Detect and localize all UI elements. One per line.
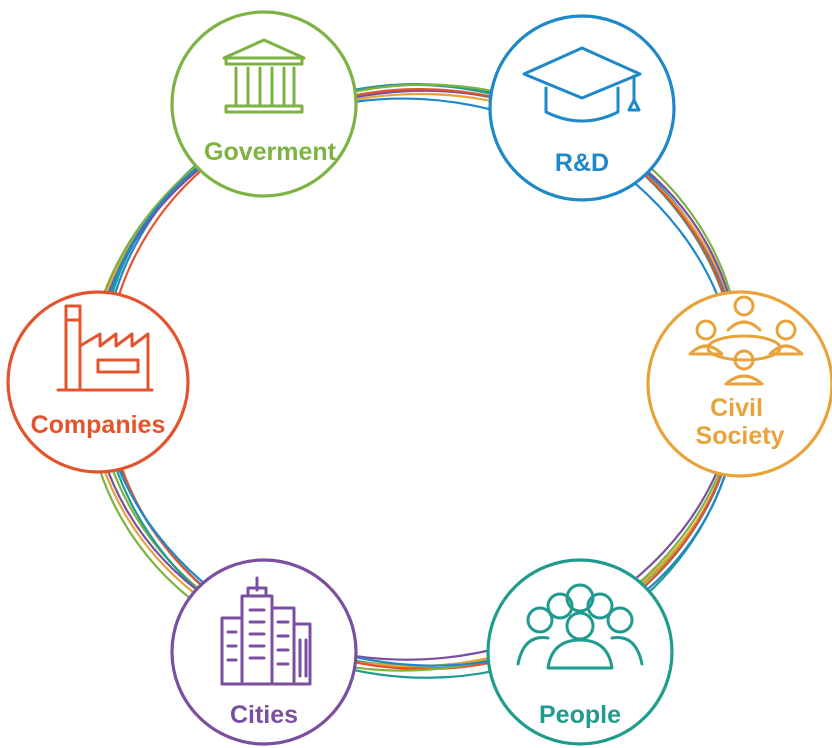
- node-rd: R&D: [488, 14, 676, 202]
- node-cities: Cities: [170, 558, 358, 746]
- government-building-icon: [222, 38, 306, 114]
- rd-circle: [488, 14, 676, 202]
- group-of-people-icon: [516, 583, 644, 670]
- node-companies: Companies: [6, 290, 190, 474]
- node-civil-society: Civil Society: [646, 290, 832, 478]
- government-label: Goverment: [204, 138, 337, 166]
- companies-circle: [6, 290, 190, 474]
- companies-label: Companies: [31, 411, 166, 439]
- rd-label: R&D: [555, 149, 609, 177]
- city-buildings-icon: [220, 576, 312, 686]
- graduation-cap-icon: [522, 46, 642, 123]
- node-people: People: [486, 558, 674, 746]
- people-label: People: [539, 701, 621, 729]
- node-government: Goverment: [170, 10, 358, 198]
- people-circle: [486, 558, 674, 746]
- civil-society-label: Civil Society: [696, 394, 785, 450]
- cities-circle: [170, 558, 358, 746]
- meeting-table-icon: [688, 295, 804, 386]
- government-circle: [170, 10, 358, 198]
- factory-icon: [56, 304, 154, 392]
- cities-label: Cities: [230, 701, 298, 729]
